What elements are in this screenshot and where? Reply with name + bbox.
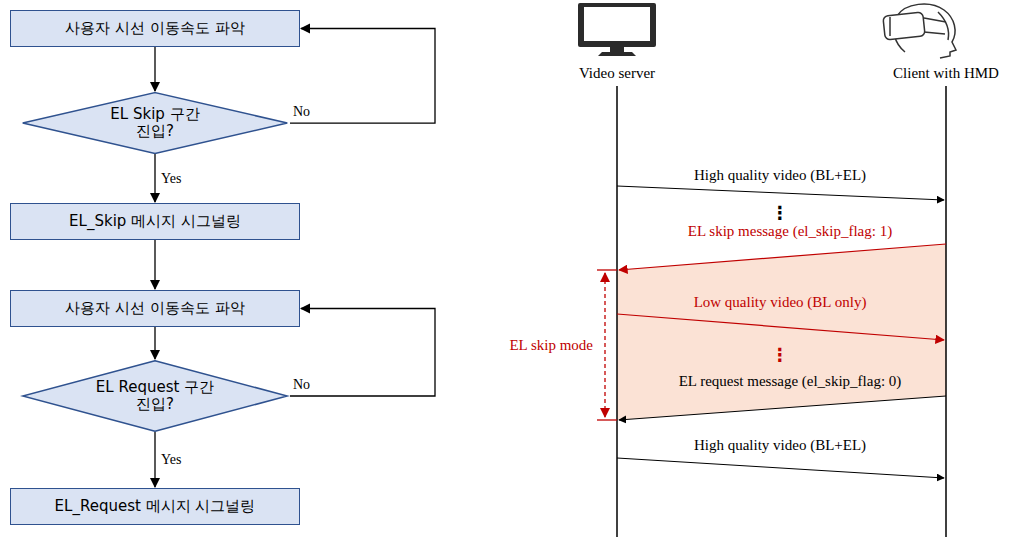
decision-diamond: EL Skip 구간 진입? — [20, 92, 290, 154]
flow-connector — [154, 47, 155, 91]
server-lifeline — [616, 86, 618, 537]
process-box: EL_Skip 메시지 시그널링 — [10, 203, 300, 240]
mode-label: EL skip mode — [509, 336, 593, 354]
message-label: High quality video (BL+EL) — [694, 166, 866, 184]
box-text: EL_Request 메시지 시그널링 — [55, 498, 256, 515]
skip-mode-area — [617, 244, 946, 420]
flow-connector — [154, 240, 155, 289]
server-icon — [578, 3, 656, 56]
process-box: 사용자 시선 이동속도 파악 — [10, 10, 300, 47]
message-arrow — [617, 314, 944, 340]
message-arrow — [617, 458, 944, 478]
flow-connector — [290, 29, 435, 124]
message-arrow — [619, 244, 946, 270]
message-arrow — [617, 186, 944, 200]
actor-name: Client with HMD — [893, 64, 999, 82]
flow-connector — [290, 309, 435, 397]
continuation-dots: ⋮ — [771, 344, 789, 366]
message-label: Low quality video (BL only) — [694, 293, 867, 311]
message-label: High quality video (BL+EL) — [694, 436, 866, 454]
continuation-dots: ⋮ — [771, 202, 789, 224]
message-label: EL skip message (el_skip_flag: 1) — [688, 222, 892, 240]
decision-text: EL Skip 구간 진입? — [103, 106, 207, 141]
process-box: 사용자 시선 이동속도 파악 — [10, 290, 300, 327]
edge-label: No — [293, 377, 310, 393]
process-box: EL_Request 메시지 시그널링 — [10, 488, 300, 525]
decision-text: EL Request 구간 진입? — [91, 379, 219, 414]
box-text: EL_Skip 메시지 시그널링 — [69, 213, 241, 230]
box-text: 사용자 시선 이동속도 파악 — [65, 20, 244, 37]
flow-connector — [154, 432, 155, 487]
decision-diamond: EL Request 구간 진입? — [20, 360, 290, 432]
message-arrow — [619, 396, 946, 420]
box-text: 사용자 시선 이동속도 파악 — [65, 300, 244, 317]
flow-connector — [154, 154, 155, 202]
actor-name: Video server — [579, 64, 655, 82]
hmd-icon — [883, 4, 956, 58]
skip-mode-bracket — [597, 270, 617, 420]
edge-label: Yes — [161, 171, 181, 187]
message-label: EL request message (el_skip_flag: 0) — [679, 372, 902, 390]
edge-label: Yes — [161, 452, 181, 468]
client-lifeline — [945, 86, 947, 537]
edge-label: No — [293, 104, 310, 120]
flow-connector — [154, 327, 155, 359]
